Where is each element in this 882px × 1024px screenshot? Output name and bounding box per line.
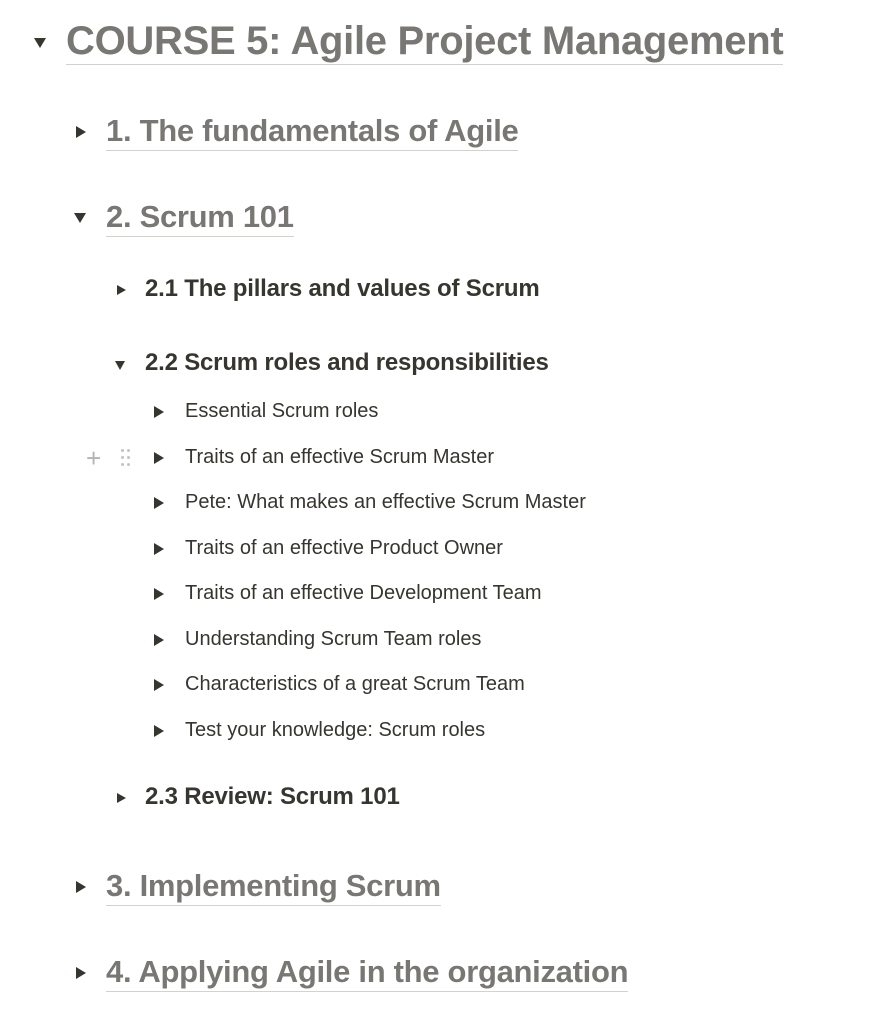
toggle-expand-icon[interactable] — [154, 679, 164, 691]
drag-handle-icon[interactable] — [121, 449, 131, 467]
toggle-expand-icon[interactable] — [154, 406, 164, 418]
section-link[interactable]: 3. Implementing Scrum — [106, 867, 441, 906]
section-link[interactable]: 2. Scrum 101 — [106, 198, 294, 237]
list-item[interactable]: Essential Scrum roles — [185, 400, 379, 422]
toggle-expand-icon[interactable] — [154, 497, 164, 509]
list-item[interactable]: Pete: What makes an effective Scrum Mast… — [185, 491, 586, 513]
toggle-expand-icon[interactable] — [76, 126, 86, 138]
toggle-collapse-icon[interactable] — [34, 38, 46, 48]
list-item[interactable]: Traits of an effective Scrum Master — [185, 446, 494, 468]
toggle-expand-icon[interactable] — [117, 285, 126, 295]
toggle-expand-icon[interactable] — [154, 634, 164, 646]
toggle-expand-icon[interactable] — [76, 881, 86, 893]
toggle-expand-icon[interactable] — [154, 588, 164, 600]
toggle-expand-icon[interactable] — [154, 452, 164, 464]
section-link[interactable]: 1. The fundamentals of Agile — [106, 112, 519, 151]
toggle-expand-icon[interactable] — [117, 793, 126, 803]
toggle-expand-icon[interactable] — [76, 967, 86, 979]
list-item[interactable]: Test your knowledge: Scrum roles — [185, 719, 486, 741]
list-item[interactable]: Characteristics of a great Scrum Team — [185, 673, 525, 695]
course-title-link[interactable]: COURSE 5: Agile Project Management — [66, 19, 784, 65]
plus-icon[interactable]: + — [86, 443, 102, 473]
toggle-expand-icon[interactable] — [154, 725, 164, 737]
subsection-heading: 2.1 The pillars and values of Scrum — [145, 275, 540, 302]
toggle-collapse-icon[interactable] — [115, 361, 125, 370]
list-item[interactable]: Understanding Scrum Team roles — [185, 628, 482, 650]
toggle-collapse-icon[interactable] — [74, 213, 86, 223]
list-item[interactable]: Traits of an effective Product Owner — [185, 537, 503, 559]
subsection-heading: 2.3 Review: Scrum 101 — [145, 783, 400, 810]
toggle-expand-icon[interactable] — [154, 543, 164, 555]
section-link[interactable]: 4. Applying Agile in the organization — [106, 953, 629, 992]
list-item[interactable]: Traits of an effective Development Team — [185, 582, 542, 604]
subsection-heading: 2.2 Scrum roles and responsibilities — [145, 349, 549, 376]
